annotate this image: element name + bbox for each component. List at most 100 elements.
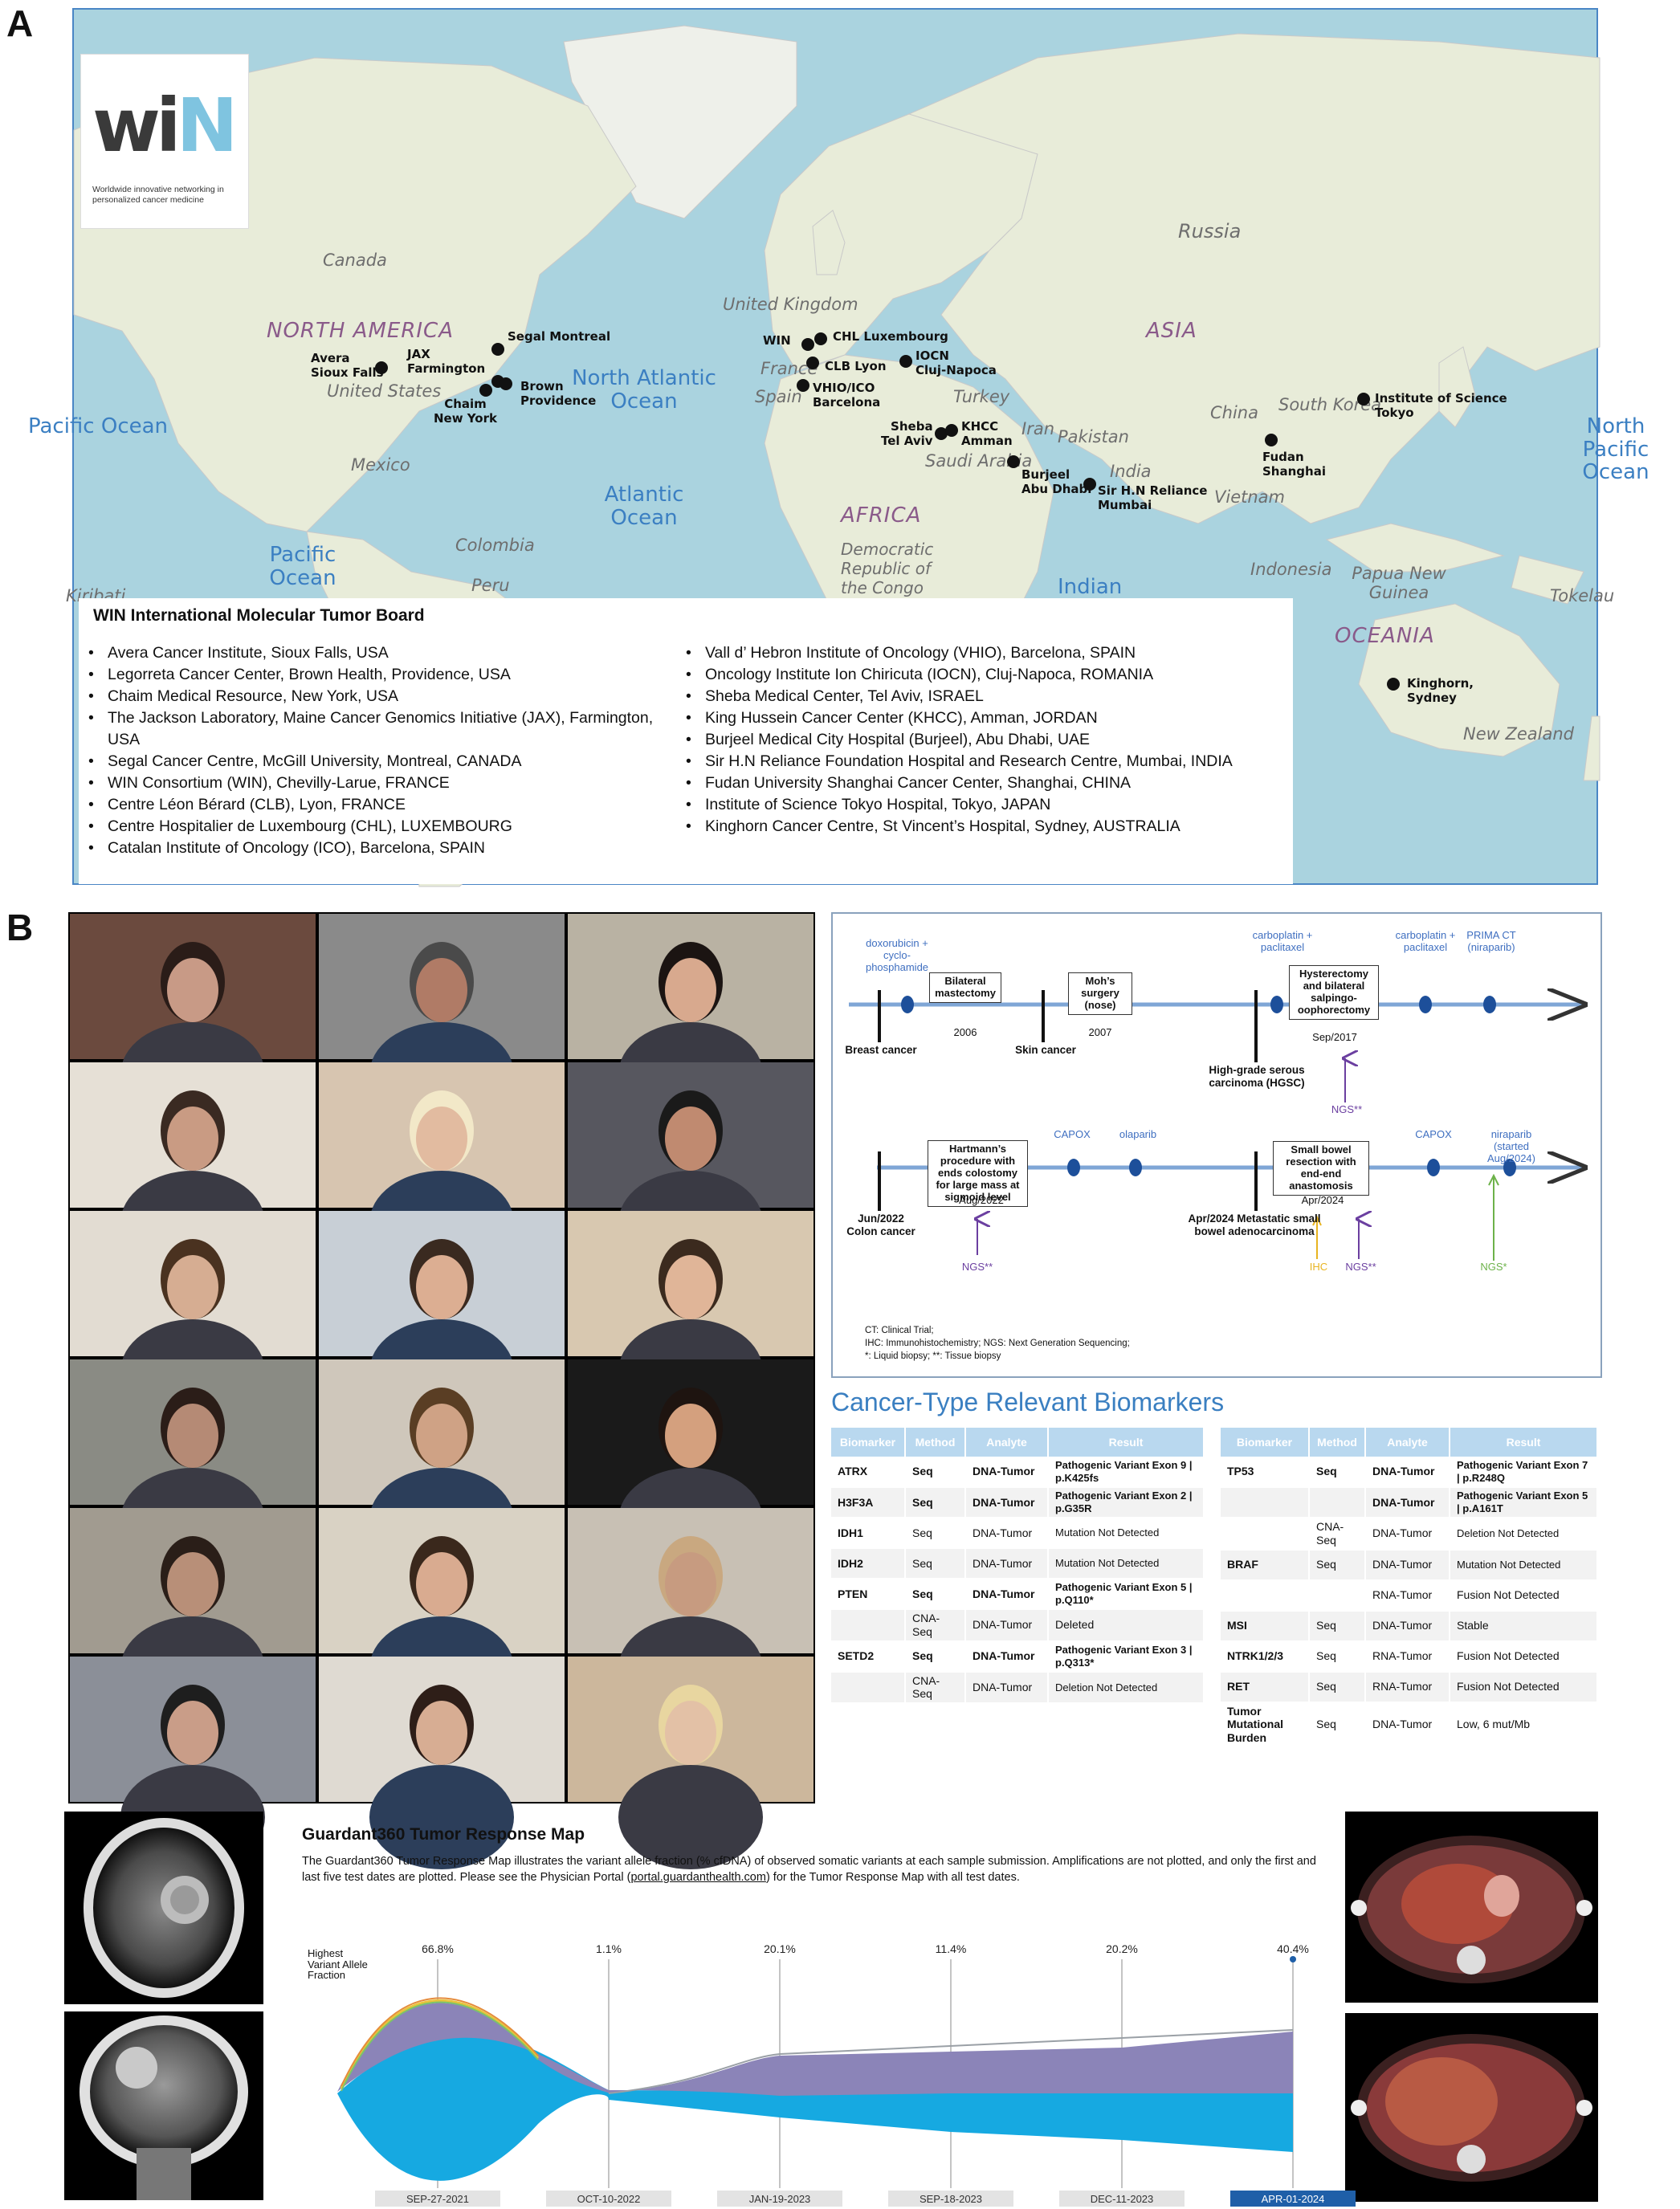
- site-marker: [1083, 478, 1096, 491]
- drug-label: doxorubicin + cyclo-phosphamide: [865, 937, 929, 973]
- table-cell: DNA-Tumor: [1365, 1549, 1450, 1581]
- event-label: Skin cancer: [1015, 1044, 1076, 1056]
- ct-scan-upper: [1345, 1812, 1598, 2003]
- participant-tile: [70, 1657, 316, 1869]
- list-item: Catalan Institute of Oncology (ICO), Bar…: [85, 838, 663, 859]
- table-cell: CNA-Seq: [1309, 1518, 1366, 1551]
- continent-label: OCEANIA: [1335, 624, 1435, 648]
- table-cell: Stable: [1450, 1610, 1598, 1642]
- site-marker: [797, 379, 809, 392]
- participant-silhouette: [568, 1211, 813, 1424]
- table-cell: Pathogenic Variant Exon 3 | p.Q313*: [1048, 1640, 1205, 1673]
- column-header: Biomarker: [1221, 1428, 1310, 1457]
- physician-portal-link[interactable]: portal.guardanthealth.com: [630, 1871, 766, 1884]
- panel-label-a: A: [6, 2, 34, 44]
- site-marker: [500, 377, 512, 390]
- list-item: Centre Hospitalier de Luxembourg (CHL), …: [85, 816, 663, 838]
- drug-label: CAPOX: [1415, 1128, 1452, 1140]
- drug-label: CAPOX: [1054, 1128, 1091, 1140]
- date-label: 2006: [953, 1026, 977, 1038]
- participant-silhouette: [568, 1508, 813, 1721]
- site-marker: [479, 384, 492, 397]
- table-cell: Pathogenic Variant Exon 7 | p.R248Q: [1450, 1457, 1598, 1488]
- panel-label-b: B: [6, 907, 34, 948]
- table-cell: DNA-Tumor: [1365, 1702, 1450, 1748]
- table-cell: Pathogenic Variant Exon 2 | p.G35R: [1048, 1487, 1205, 1518]
- participant-tile: [319, 1359, 565, 1572]
- procedure-box: Moh’s surgery (nose): [1068, 972, 1132, 1015]
- date-tab-label: APR-01-2024: [1262, 2193, 1325, 2205]
- table-cell: H3F3A: [831, 1487, 906, 1518]
- table-cell: Deletion Not Detected: [1048, 1671, 1205, 1705]
- site-marker: [1007, 455, 1020, 468]
- site-marker: [375, 361, 388, 374]
- table-cell: RET: [1221, 1671, 1310, 1703]
- table-cell: Mutation Not Detected: [1048, 1548, 1205, 1579]
- table-cell: DNA-Tumor: [965, 1487, 1049, 1518]
- country-label: United States: [327, 381, 442, 401]
- list-item: King Hussein Cancer Center (KHCC), Amman…: [683, 707, 1277, 729]
- participant-tile: [568, 1657, 813, 1869]
- list-item: Fudan University Shanghai Cancer Center,…: [683, 772, 1277, 794]
- ngs-label: NGS*: [1480, 1261, 1507, 1273]
- participant-tile: [70, 914, 316, 1127]
- table-cell: Seq: [1309, 1549, 1366, 1581]
- country-label: United Kingdom: [723, 295, 858, 314]
- table-cell: IDH1: [831, 1518, 906, 1549]
- participant-silhouette: [568, 1657, 813, 1869]
- country-label: Spain: [755, 387, 802, 406]
- list-item: Burjeel Medical City Hospital (Burjeel),…: [683, 729, 1277, 751]
- table-cell: Mutation Not Detected: [1048, 1518, 1205, 1549]
- site-label: Burjeel Abu Dhabi: [1021, 467, 1092, 496]
- participant-silhouette: [568, 914, 813, 1127]
- table-cell: DNA-Tumor: [1365, 1610, 1450, 1642]
- table-cell: DNA-Tumor: [965, 1609, 1049, 1642]
- column-header: Method: [1309, 1428, 1366, 1457]
- list-item: Institute of Science Tokyo Hospital, Tok…: [683, 794, 1277, 816]
- table-cell: Pathogenic Variant Exon 9 | p.K425fs: [1048, 1457, 1205, 1488]
- timeline-note: IHC: Immunohistochemistry; NGS: Next Gen…: [865, 1339, 1130, 1348]
- country-label: China: [1210, 403, 1258, 422]
- participant-tile: [568, 1359, 813, 1572]
- table-cell: RNA-Tumor: [1365, 1640, 1450, 1673]
- site-marker: [935, 427, 948, 440]
- site-label: Segal Montreal: [508, 329, 611, 344]
- table-cell: Seq: [905, 1640, 966, 1673]
- date-tab-label: SEP-18-2023: [920, 2193, 982, 2205]
- vaf-label: 20.1%: [764, 1942, 796, 1955]
- continent-label: NORTH AMERICA: [267, 319, 454, 343]
- table-cell: Fusion Not Detected: [1450, 1640, 1598, 1673]
- event-label: High-grade serous carcinoma (HGSC): [1209, 1064, 1305, 1090]
- site-label: Institute of Science Tokyo: [1375, 391, 1507, 420]
- site-label: Chaim New York: [434, 397, 497, 426]
- column-header: Analyte: [1365, 1428, 1450, 1457]
- list-item: Kinghorn Cancer Centre, St Vincent’s Hos…: [683, 816, 1277, 838]
- mri-scan-axial: [64, 1812, 263, 2004]
- table-cell: CNA-Seq: [905, 1671, 966, 1705]
- participant-silhouette: [70, 1211, 316, 1424]
- table-cell: DNA-Tumor: [965, 1579, 1049, 1610]
- vaf-label: 20.2%: [1106, 1942, 1138, 1955]
- site-marker: [1357, 393, 1370, 406]
- procedure-box: Small bowel resection with end-end anast…: [1273, 1141, 1369, 1196]
- list-item: Oncology Institute Ion Chiricuta (IOCN),…: [683, 664, 1277, 686]
- table-cell: Pathogenic Variant Exon 5 | p.A161T: [1450, 1487, 1598, 1518]
- timeline-lines: [849, 914, 1604, 1261]
- participant-tile: [70, 1508, 316, 1721]
- table-cell: Tumor Mutational Burden: [1221, 1702, 1310, 1748]
- country-label: Mexico: [351, 455, 410, 475]
- date-tab-label: SEP-27-2021: [406, 2193, 469, 2205]
- table-cell: [1221, 1518, 1310, 1551]
- table-cell: Deletion Not Detected: [1450, 1518, 1598, 1551]
- win-logo: wiN Worldwide innovative networking in p…: [80, 54, 249, 229]
- variant-line-grey: [608, 2029, 1294, 2094]
